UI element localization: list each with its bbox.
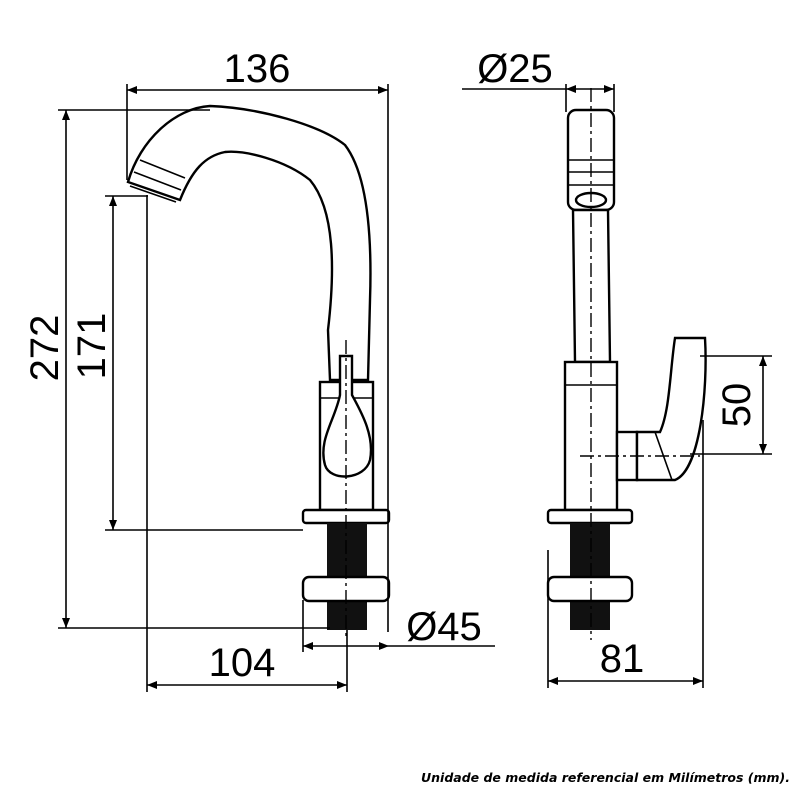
dim-total-height: 272 (23, 315, 67, 382)
dim-spout-diameter: Ø25 (477, 47, 553, 91)
dim-base-diameter: Ø45 (406, 605, 482, 649)
dimension-lines (58, 84, 772, 692)
side-view (546, 88, 707, 640)
units-footnote: Unidade de medida referencial em Milímet… (420, 770, 790, 785)
lever-handle (322, 354, 373, 478)
dim-center-to-outlet: 104 (209, 641, 276, 685)
dim-handle-height: 50 (715, 383, 759, 428)
spout (126, 104, 372, 382)
front-view (126, 104, 391, 640)
dim-spout-height: 171 (70, 313, 114, 380)
aerator-rings (129, 159, 186, 203)
dim-spout-reach: 136 (224, 47, 291, 91)
side-handle (635, 336, 707, 482)
dim-depth: 81 (600, 637, 645, 681)
